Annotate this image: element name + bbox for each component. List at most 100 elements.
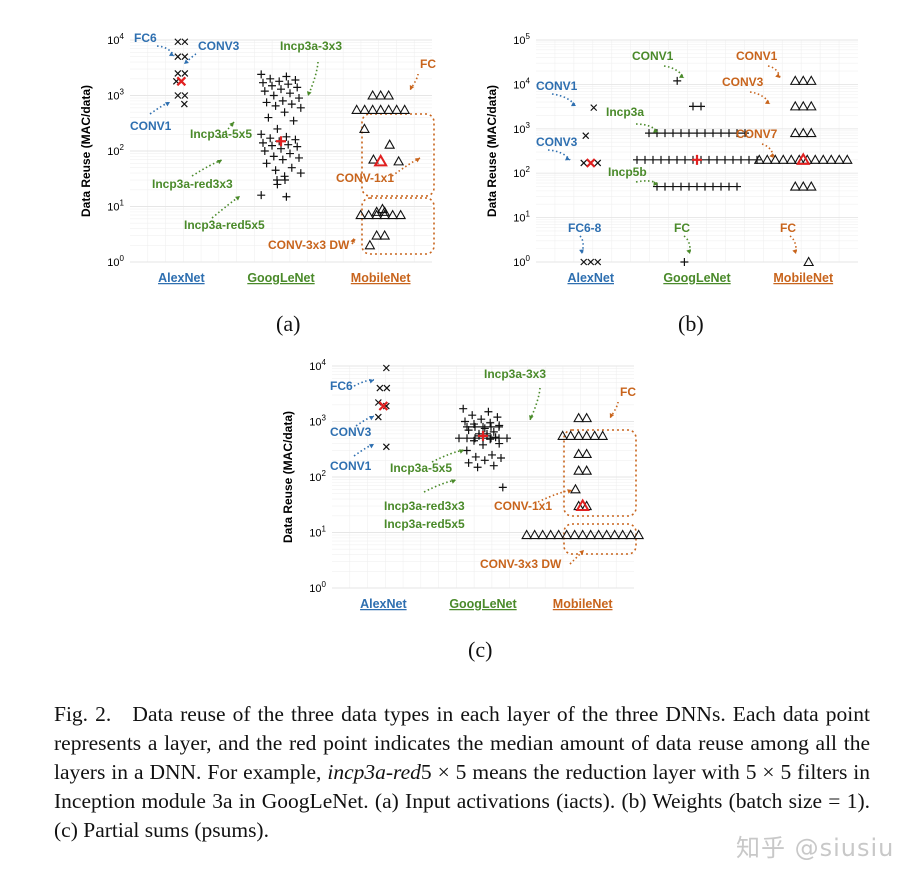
data-point-alexnet: [587, 258, 595, 266]
annotation-label: CONV-1x1: [494, 499, 552, 513]
data-point-googlenet: [260, 147, 269, 155]
data-point-mobilenet: [573, 465, 585, 475]
data-point-mobilenet: [537, 529, 549, 540]
data-point-alexnet: [374, 413, 382, 421]
data-point-googlenet: [701, 182, 709, 191]
data-point-mobilenet: [585, 529, 597, 540]
data-point-googlenet: [495, 422, 503, 431]
data-point-googlenet: [479, 422, 487, 431]
data-point-googlenet: [464, 458, 473, 467]
data-point-googlenet: [296, 169, 305, 178]
median-point-alexnet: [378, 401, 389, 411]
plot-area: [536, 40, 858, 262]
data-point-googlenet: [266, 74, 275, 83]
annotation-arrowhead: [679, 73, 684, 78]
annotation-arrow: [547, 149, 571, 161]
data-point-googlenet: [733, 129, 741, 138]
annotation-arrowhead: [235, 196, 240, 201]
data-point-mobilenet: [805, 100, 817, 111]
data-point-mobilenet: [597, 430, 609, 440]
data-point-mobilenet: [841, 154, 853, 164]
data-point-mobilenet: [825, 154, 837, 164]
data-point-googlenet: [713, 155, 721, 164]
annotation-arrowhead: [217, 159, 222, 165]
data-point-mobilenet: [805, 75, 817, 85]
data-point-googlenet: [280, 108, 289, 117]
data-point-googlenet: [729, 155, 737, 164]
data-point-googlenet: [717, 182, 725, 191]
y-tick-label: 103: [107, 88, 124, 103]
category-label-alexnet: AlexNet: [567, 271, 614, 285]
data-point-mobilenet: [570, 483, 581, 494]
data-point-googlenet: [733, 182, 741, 191]
annotation-label: CONV3: [198, 39, 240, 53]
data-point-googlenet: [284, 140, 293, 149]
y-axis-label: Data Reuse (MAC/data): [485, 85, 499, 217]
data-point-googlenet: [677, 182, 685, 191]
data-point-googlenet: [269, 152, 278, 161]
annotation-arrowhead: [229, 122, 234, 127]
annotation-arrowhead: [409, 85, 415, 90]
data-point-googlenet: [286, 89, 294, 98]
category-label-googlenet: GoogLeNet: [247, 271, 315, 285]
data-point-googlenet: [665, 155, 673, 164]
annotation-arrowhead: [579, 249, 584, 254]
data-point-googlenet: [493, 413, 502, 422]
data-point-mobilenet: [379, 206, 391, 216]
data-point-alexnet: [174, 53, 182, 61]
data-point-googlenet: [491, 433, 500, 442]
annotation-label: CONV3: [330, 425, 372, 439]
watermark: 知乎 @siusiu: [736, 834, 895, 862]
data-point-googlenet: [721, 155, 729, 164]
data-point-googlenet: [498, 483, 507, 492]
caption-fig-number: Fig. 2.: [54, 702, 112, 726]
panel-label-a: (a): [276, 311, 301, 336]
median-point-mobilenet: [575, 498, 590, 512]
annotation-arrowhead: [792, 249, 797, 254]
data-point-googlenet: [277, 85, 285, 94]
data-point-googlenet: [271, 101, 280, 110]
annotation-label: CONV1: [536, 79, 578, 93]
data-point-googlenet: [273, 180, 282, 189]
data-point-googlenet: [461, 417, 469, 426]
data-point-mobilenet: [805, 127, 817, 138]
category-label-googlenet: GoogLeNet: [663, 271, 731, 285]
annotation-label: Incp3a-3x3: [280, 39, 342, 53]
data-point-mobilenet: [393, 155, 405, 166]
data-point-mobilenet: [577, 529, 589, 540]
annotation-arrowhead: [565, 156, 570, 161]
annotation-label: Incp3a-red5x5: [384, 517, 465, 531]
data-point-mobilenet: [797, 127, 809, 138]
data-point-googlenet: [486, 435, 495, 444]
data-point-googlenet: [470, 436, 478, 445]
figure-caption: Fig. 2. Data reuse of the three data typ…: [54, 700, 870, 845]
data-point-googlenet: [269, 91, 278, 100]
data-point-alexnet: [582, 132, 590, 140]
annotation-arrowhead: [369, 416, 374, 421]
data-point-googlenet: [259, 138, 267, 147]
data-point-googlenet: [468, 411, 477, 420]
data-point-mobilenet: [789, 75, 801, 85]
y-tick-label: 104: [513, 76, 530, 91]
annotation-label: CONV-3x3 DW: [268, 238, 350, 252]
data-point-googlenet: [278, 155, 287, 164]
data-point-alexnet: [174, 69, 182, 77]
annotation-label: CONV1: [330, 459, 372, 473]
annotation-label: Incp3a-5x5: [190, 127, 252, 141]
annotation-arrowhead: [579, 550, 584, 555]
annotation-label: CONV3: [536, 135, 578, 149]
data-point-mobilenet: [833, 154, 845, 164]
data-point-mobilenet: [359, 104, 371, 114]
data-point-mobilenet: [581, 430, 593, 440]
data-point-googlenet: [455, 434, 463, 443]
annotation-arrow: [537, 489, 573, 503]
annotation-arrow: [761, 143, 775, 159]
median-point-mobilenet: [373, 153, 388, 167]
data-point-googlenet: [497, 453, 505, 462]
median-point-googlenet: [276, 136, 286, 147]
annotation-label: CONV-3x3 DW: [480, 557, 562, 571]
data-point-mobilenet: [817, 154, 829, 164]
data-point-mobilenet: [803, 256, 815, 267]
